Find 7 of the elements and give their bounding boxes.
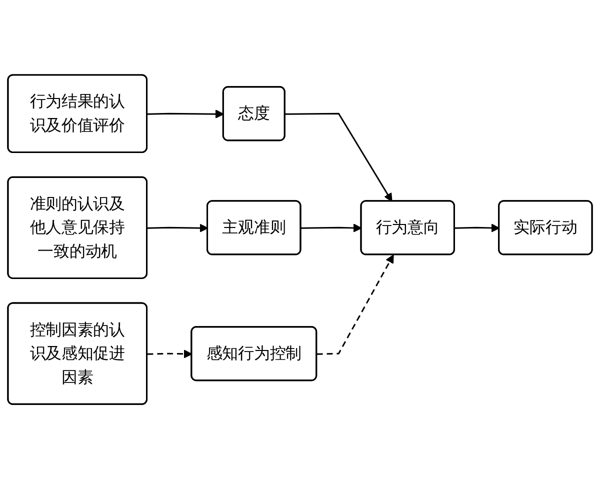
arrow [285, 113, 392, 202]
arrow [147, 350, 192, 359]
arrow [147, 224, 208, 233]
arrow [300, 224, 362, 233]
arrow [147, 110, 224, 119]
arrow [316, 254, 394, 356]
arrow [454, 224, 500, 233]
